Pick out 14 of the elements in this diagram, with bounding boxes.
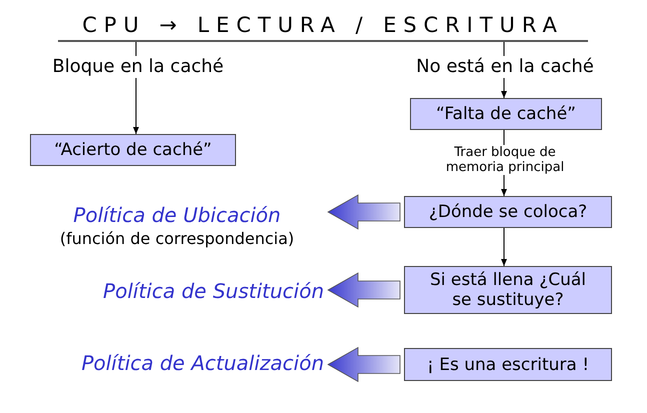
block-arrow: [327, 194, 400, 230]
policy-heading: Política de Ubicación: [73, 202, 281, 228]
process-box: “Acierto de caché”: [30, 134, 236, 166]
policy-heading: Política de Sustitución: [103, 278, 324, 304]
block-arrow: [327, 346, 400, 382]
process-box: Si está llena ¿Cuál se sustituye?: [404, 266, 612, 314]
policy-note: (función de correspondencia): [60, 228, 294, 250]
process-box: ¿Dónde se coloca?: [404, 196, 612, 228]
policy-heading: Política de Actualización: [81, 350, 324, 376]
arrow: [501, 228, 507, 266]
title-heading: CPU → LECTURA / ESCRITURA: [58, 10, 588, 42]
block-arrow: [327, 272, 400, 308]
process-box: ¡ Es una escritura !: [404, 348, 612, 381]
process-box: “Falta de caché”: [410, 98, 602, 130]
